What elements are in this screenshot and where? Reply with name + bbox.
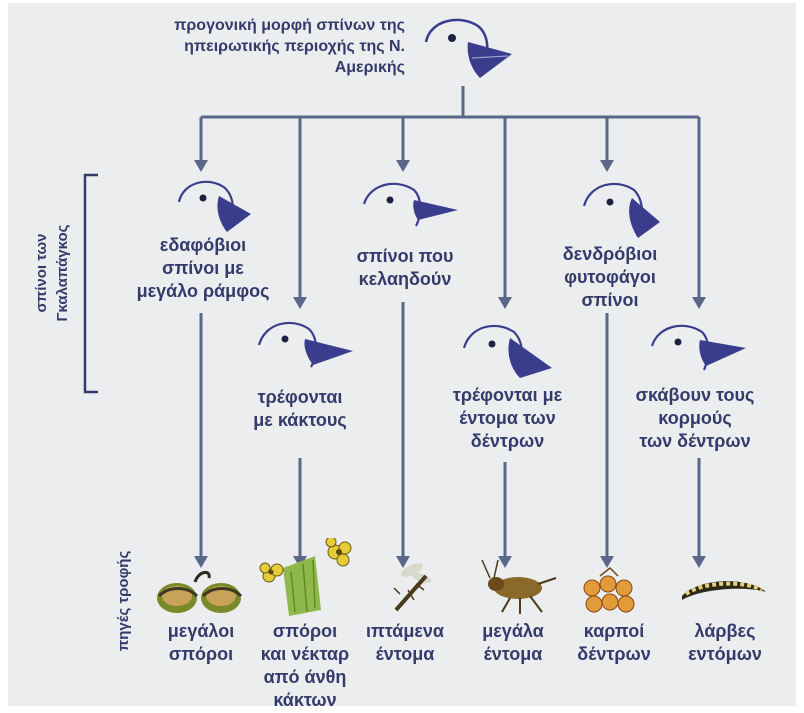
food-label-line: καρποί bbox=[583, 621, 645, 641]
food-label-line: δέντρων bbox=[577, 644, 651, 664]
food-label-line: σπόροι bbox=[272, 621, 338, 641]
finch-label-line: δενδρόβιοι bbox=[562, 244, 658, 264]
finch-label-line: έντομα των bbox=[459, 408, 556, 428]
finch-label-line: των δέντρων bbox=[639, 431, 751, 451]
finch-label-line: σκάβουν τους bbox=[635, 385, 755, 405]
large-insect-icon bbox=[481, 559, 557, 614]
finch-pecking-icon bbox=[362, 182, 458, 227]
tree-fruits-icon bbox=[583, 566, 635, 613]
food-label-line: έντομα bbox=[483, 644, 543, 664]
finch-label-line: σπίνοι με bbox=[162, 258, 244, 278]
finch-label-line: κορμούς bbox=[658, 408, 732, 428]
galapagos-label-line: σπίνοι των bbox=[33, 233, 50, 313]
food-label-larvae: λάρβες εντόμων bbox=[672, 620, 778, 666]
arrowhead bbox=[396, 160, 410, 172]
arrowhead bbox=[600, 556, 614, 568]
finch-label-line: εδαφόβιοι bbox=[159, 235, 247, 255]
flying-insect-icon bbox=[393, 563, 432, 612]
finch-label-line: σπίνοι bbox=[581, 290, 639, 310]
food-label-line: από άνθη bbox=[263, 667, 347, 687]
large-seeds-icon bbox=[157, 571, 243, 613]
arrowhead bbox=[293, 297, 307, 309]
finch-cactus-icon bbox=[257, 321, 353, 368]
food-label-line: μεγάλα bbox=[482, 621, 544, 641]
finch-digging-icon bbox=[650, 324, 746, 371]
arrowhead bbox=[498, 297, 512, 309]
ancestor-finch-icon bbox=[424, 18, 512, 78]
larvae-icon bbox=[682, 581, 766, 600]
finch-label-cactus: τρέφονται με κάκτους bbox=[230, 386, 370, 432]
finch-label-line: σπίνοι που bbox=[356, 246, 454, 266]
arrowhead bbox=[692, 556, 706, 568]
ancestor-label: προγονική μορφή σπίνων της ηπειρωτικής π… bbox=[60, 15, 405, 78]
ancestor-label-line: ηπειρωτικής περιοχής της Ν. bbox=[184, 38, 405, 55]
food-label-large-insects: μεγάλα έντομα bbox=[470, 620, 556, 666]
finch-label-line: δέντρων bbox=[470, 431, 545, 451]
finch-label-line: τρέφονται bbox=[257, 387, 343, 407]
food-label-large-seeds: μεγάλοι σπόροι bbox=[146, 620, 256, 666]
food-label-line: λάρβες bbox=[694, 621, 756, 641]
finch-label-line: τρέφονται με bbox=[452, 385, 563, 405]
food-label-tree-fruits: καρποί δέντρων bbox=[566, 620, 662, 666]
finch-tree-icon bbox=[582, 182, 660, 238]
galapagos-label-line: Γκαλαπάγκος bbox=[54, 224, 71, 322]
arrowhead bbox=[194, 160, 208, 172]
food-label-line: κάκτων bbox=[273, 690, 337, 710]
galapagos-label: σπίνοι των Γκαλαπάγκος bbox=[31, 213, 77, 333]
finch-label-warbler: σπίνοι που κελαηδούν bbox=[325, 245, 485, 291]
finch-label-insect: τρέφονται με έντομα των δέντρων bbox=[420, 384, 595, 453]
finch-label-line: μεγάλο ράμφος bbox=[136, 281, 270, 301]
arrowhead bbox=[396, 556, 410, 568]
arrowhead bbox=[600, 160, 614, 172]
food-label-line: και νέκταρ bbox=[260, 644, 350, 664]
food-label-flying-insects: ιπτάμενα έντομα bbox=[355, 620, 455, 666]
arrowhead bbox=[498, 556, 512, 568]
finch-label-ground: εδαφόβιοι σπίνοι με μεγάλο ράμφος bbox=[118, 234, 288, 303]
food-sources-label: πηγές τροφής bbox=[113, 541, 135, 661]
food-label-line: μεγάλοι bbox=[167, 621, 235, 641]
galapagos-bracket bbox=[83, 173, 98, 394]
ancestor-label-line: προγονική μορφή σπίνων της bbox=[174, 17, 405, 34]
food-label-line: εντόμων bbox=[688, 644, 762, 664]
food-label-line: ιπτάμενα bbox=[365, 621, 444, 641]
finch-insect-icon bbox=[462, 324, 552, 378]
arrowhead bbox=[692, 297, 706, 309]
finch-large-beak-icon bbox=[177, 180, 251, 232]
food-sources-text: πηγές τροφής bbox=[115, 550, 132, 652]
ancestor-label-line: Αμερικής bbox=[334, 59, 405, 76]
finch-label-woodpecker: σκάβουν τους κορμούς των δέντρων bbox=[610, 384, 780, 453]
food-label-line: έντομα bbox=[375, 644, 435, 664]
food-label-cactus: σπόροι και νέκταρ από άνθη κάκτων bbox=[245, 620, 365, 712]
arrowhead bbox=[194, 556, 208, 568]
cactus-flowers-icon bbox=[259, 538, 352, 616]
food-label-line: σπόροι bbox=[168, 644, 234, 664]
finch-label-tree: δενδρόβιοι φυτοφάγοι σπίνοι bbox=[540, 243, 680, 312]
finch-label-line: με κάκτους bbox=[253, 410, 347, 430]
finch-label-line: κελαηδούν bbox=[358, 269, 452, 289]
finch-label-line: φυτοφάγοι bbox=[564, 267, 656, 287]
